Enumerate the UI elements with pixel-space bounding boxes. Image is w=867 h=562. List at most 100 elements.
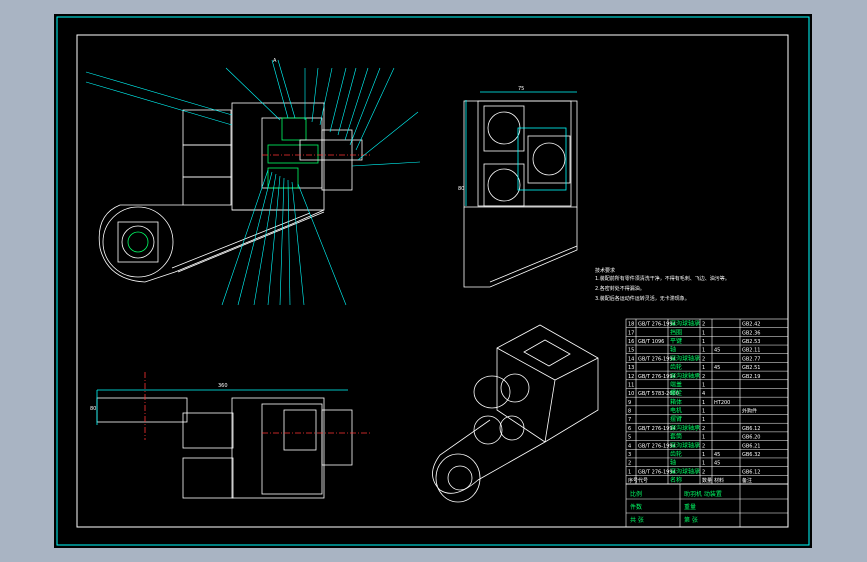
bom-row-no: 6 [628, 426, 631, 432]
dim-top-width: 75 [518, 86, 524, 92]
bom-row-name: 深沟球轴承 [670, 467, 700, 475]
bom-row-code: GB/T 5783-2000 [638, 391, 679, 397]
leader-lines-bottom [221, 169, 347, 306]
tech-note-1: 1.装配前所有零件须清洗干净，不得有毛刺、飞边、油污等。 [595, 275, 730, 282]
bom-row-qty: 2 [702, 443, 705, 449]
bom-row-qty: 1 [702, 409, 705, 415]
bom-row-name: 端盖 [670, 380, 682, 388]
bom-row-name: 挡圈 [670, 328, 682, 336]
bom-row-no: 8 [628, 409, 631, 415]
bom-row-mat: 45 [714, 365, 720, 371]
bom-row-name: 套筒 [670, 433, 682, 441]
bom-row-mat: 45 [714, 461, 720, 467]
bom-row-qty: 2 [702, 374, 705, 380]
bom-row-note: 外购件 [742, 408, 757, 415]
title-block[interactable] [625, 483, 789, 528]
bom-row-no: 13 [628, 365, 634, 371]
bom-row-mat: 45 [714, 348, 720, 354]
bom-row-no: 2 [628, 461, 631, 467]
bom-row-no: 4 [628, 443, 631, 449]
bom-row-no: 12 [628, 374, 634, 380]
bom-row-no: 14 [628, 356, 634, 362]
bom-row-no: 10 [628, 391, 634, 397]
bom-header-qty: 数量 [702, 477, 712, 484]
bom-row-note: GB2.19 [742, 374, 760, 380]
front-view[interactable] [96, 372, 370, 499]
bom-header-note: 备注 [742, 477, 752, 484]
bom-row-qty: 1 [702, 382, 705, 388]
dim-front-height: 80 [90, 406, 96, 412]
bom-row-name: 深沟球轴承 [670, 372, 700, 380]
bom-row-note: GB6.32 [742, 452, 760, 458]
bom-row-note: GB2.51 [742, 365, 760, 371]
drawing-sheet[interactable] [54, 14, 812, 548]
bom-row-note: GB2.77 [742, 356, 760, 362]
tech-notes: 技术要求 1.装配前所有零件须清洗干净，不得有毛刺、飞边、油污等。 2.各密封处… [595, 267, 730, 302]
bom-row-name: 电机 [670, 407, 682, 415]
bom-row-name: 摆臂 [670, 415, 682, 423]
bom-row-note: GB6.12 [742, 426, 760, 432]
bom-row-code: GB/T 276-1994 [638, 374, 676, 380]
bom-header-name: 名称 [670, 476, 682, 484]
side-view[interactable] [463, 91, 578, 288]
tb-label-scale: 比例 [630, 490, 642, 498]
bom-row-name: 螺栓 [670, 389, 682, 397]
bom-row-qty: 1 [702, 435, 705, 441]
bom-row-name: 箱体 [670, 398, 682, 406]
tech-notes-title: 技术要求 [595, 267, 615, 274]
drawing-frame [76, 34, 789, 528]
bom-row-note: GB6.21 [742, 443, 760, 449]
bom-row-name: 深沟球轴承 [670, 424, 700, 432]
bom-row-no: 9 [628, 400, 631, 406]
tb-label-weight: 重量 [684, 503, 696, 511]
bom-row-no: 11 [628, 382, 634, 388]
bom-row-name: 平键 [670, 337, 682, 345]
bom-row-name: 齿轮 [670, 363, 682, 371]
bom-row-qty: 1 [702, 417, 705, 423]
section-view[interactable] [98, 102, 372, 283]
bom-row-qty: 2 [702, 426, 705, 432]
bom-row-code: GB/T 276-1994 [638, 443, 676, 449]
tb-label-sheet-no: 第 张 [684, 516, 698, 524]
bom-row-qty: 1 [702, 400, 705, 406]
bom-row-no: 18 [628, 322, 634, 328]
bom-row-note: GB2.53 [742, 339, 760, 345]
bom-row-note: GB2.36 [742, 330, 760, 336]
bom-row-qty: 1 [702, 461, 705, 467]
bom-row-no: 15 [628, 348, 634, 354]
bom-row-note: GB6.12 [742, 469, 760, 475]
tb-label-qty: 件数 [630, 503, 642, 511]
bom-row-qty: 1 [702, 330, 705, 336]
bom-row-qty: 1 [702, 365, 705, 371]
tb-label-sheets: 共 张 [630, 516, 644, 524]
leader-lines-top [85, 59, 421, 167]
bom-row-note: GB2.11 [742, 348, 760, 354]
bom-header-mat: 材料 [714, 477, 724, 484]
bom-row-qty: 2 [702, 469, 705, 475]
bom-row-name: 深沟球轴承 [670, 320, 700, 328]
bom-row-no: 16 [628, 339, 634, 345]
bom-row-note: GB2.42 [742, 322, 760, 328]
bom-row-no: 1 [628, 469, 631, 475]
bom-row-name: 齿轮 [670, 450, 682, 458]
bom-row-qty: 1 [702, 348, 705, 354]
bom-row-code: GB/T 276-1994 [638, 356, 676, 362]
tech-note-2: 2.各密封处不得漏油。 [595, 285, 645, 292]
bom-row-code: GB/T 276-1994 [638, 469, 676, 475]
bom-row-qty: 1 [702, 452, 705, 458]
bom-table[interactable] [625, 318, 789, 485]
isometric-view[interactable] [432, 324, 599, 503]
bom-header-code: 代号 [638, 477, 648, 484]
bom-row-no: 3 [628, 452, 631, 458]
bom-row-name: 轴 [670, 346, 676, 354]
bom-row-qty: 1 [702, 339, 705, 345]
dim-side-height: 80 [458, 186, 464, 192]
bom-row-qty: 2 [702, 356, 705, 362]
bom-row-name: 深沟球轴承 [670, 354, 700, 362]
bom-row-no: 17 [628, 330, 634, 336]
dim-front-width: 360 [218, 383, 228, 389]
bom-row-no: 5 [628, 435, 631, 441]
